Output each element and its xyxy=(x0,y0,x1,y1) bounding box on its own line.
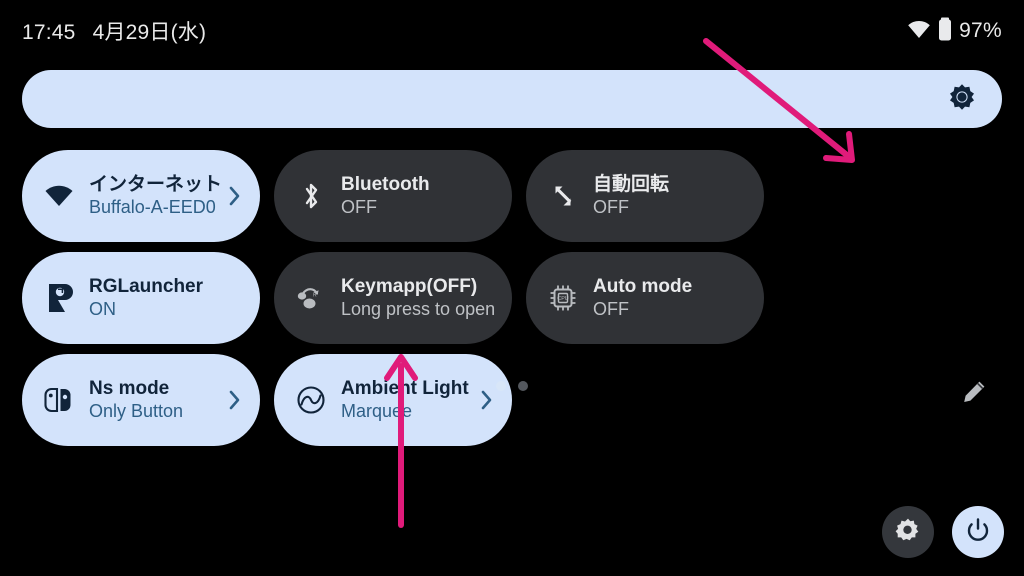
gear-icon xyxy=(895,517,921,548)
power-button[interactable] xyxy=(952,506,1004,558)
page-dot-2[interactable] xyxy=(518,381,528,391)
battery-percent-label: 97% xyxy=(959,19,1002,42)
page-indicator[interactable] xyxy=(496,381,528,391)
tile-grid-footer xyxy=(22,372,1002,412)
brightness-slider[interactable] xyxy=(22,70,1002,128)
status-bar-left: 17:45 4月29日(水) xyxy=(22,16,206,46)
tile-internet-text: インターネット Buffalo-A-EED0 xyxy=(89,174,222,218)
tile-auto-mode-text: Auto mode OFF xyxy=(593,276,748,320)
chevron-right-icon[interactable] xyxy=(226,389,244,411)
status-date: 4月29日(水) xyxy=(92,21,207,44)
tile-bluetooth-text: Bluetooth OFF xyxy=(341,174,496,218)
tile-subtitle: Long press to open xyxy=(341,299,496,320)
tile-title: Auto mode xyxy=(593,276,693,298)
tile-rglauncher[interactable]: RGLauncher ON xyxy=(22,252,260,344)
status-bar-right: 97% xyxy=(907,17,1002,46)
settings-button[interactable] xyxy=(882,506,934,558)
svg-text:CPU: CPU xyxy=(557,296,568,302)
tile-internet[interactable]: インターネット Buffalo-A-EED0 xyxy=(22,150,260,242)
auto-rotate-icon xyxy=(546,179,580,213)
power-icon xyxy=(965,517,991,548)
tile-title: Ns mode xyxy=(89,378,170,400)
ambient-light-icon xyxy=(294,383,328,417)
tile-bluetooth[interactable]: Bluetooth OFF xyxy=(274,150,512,242)
tile-subtitle: ON xyxy=(89,299,116,320)
tile-title: インターネット xyxy=(89,174,223,196)
tile-ns-mode-text: Ns mode Only Button xyxy=(89,378,222,422)
tile-auto-rotate-text: 自動回転 OFF xyxy=(593,174,748,218)
svg-text:R: R xyxy=(313,293,317,299)
wifi-icon xyxy=(907,19,931,44)
tile-rglauncher-text: RGLauncher ON xyxy=(89,276,244,320)
page-dot-1[interactable] xyxy=(496,381,506,391)
status-clock: 17:45 xyxy=(22,21,76,44)
chevron-right-icon[interactable] xyxy=(226,185,244,207)
chevron-right-icon[interactable] xyxy=(478,389,496,411)
tile-keymapp-text: Keymapp(OFF) Long press to open xyxy=(341,276,496,320)
tile-subtitle: OFF xyxy=(593,197,629,218)
edit-tiles-button[interactable] xyxy=(954,372,994,412)
tile-keymapp[interactable]: R Keymapp(OFF) Long press to open xyxy=(274,252,512,344)
tile-ns-mode[interactable]: Ns mode Only Button xyxy=(22,354,260,446)
tile-ambient-light-text: Ambient Light Marquee xyxy=(341,378,474,422)
tile-auto-mode[interactable]: CPU Auto mode OFF xyxy=(526,252,764,344)
tile-title: 自動回転 xyxy=(593,174,670,196)
tile-subtitle: Only Button xyxy=(89,401,184,422)
tile-title: Keymapp(OFF) xyxy=(341,276,478,298)
brightness-icon xyxy=(947,82,977,117)
cpu-icon: CPU xyxy=(546,281,580,315)
tile-title: RGLauncher xyxy=(89,276,204,298)
rglauncher-icon xyxy=(42,281,76,315)
tile-title: Bluetooth xyxy=(341,174,430,196)
tile-subtitle: Marquee xyxy=(341,401,413,422)
quick-settings-tile-grid: インターネット Buffalo-A-EED0 Bluetooth OFF xyxy=(22,150,1002,446)
wifi-icon xyxy=(42,179,76,213)
status-bar: 17:45 4月29日(水) 97% xyxy=(0,0,1024,62)
tile-subtitle: OFF xyxy=(341,197,377,218)
bluetooth-icon xyxy=(294,179,328,213)
bottom-action-bar xyxy=(882,506,1004,558)
keymapp-icon: R xyxy=(294,281,328,315)
tile-subtitle: Buffalo-A-EED0 xyxy=(89,197,216,218)
tile-auto-rotate[interactable]: 自動回転 OFF xyxy=(526,150,764,242)
tile-subtitle: OFF xyxy=(593,299,629,320)
joycon-icon xyxy=(42,383,76,417)
tile-title: Ambient Light xyxy=(341,378,469,400)
battery-icon xyxy=(938,17,952,46)
